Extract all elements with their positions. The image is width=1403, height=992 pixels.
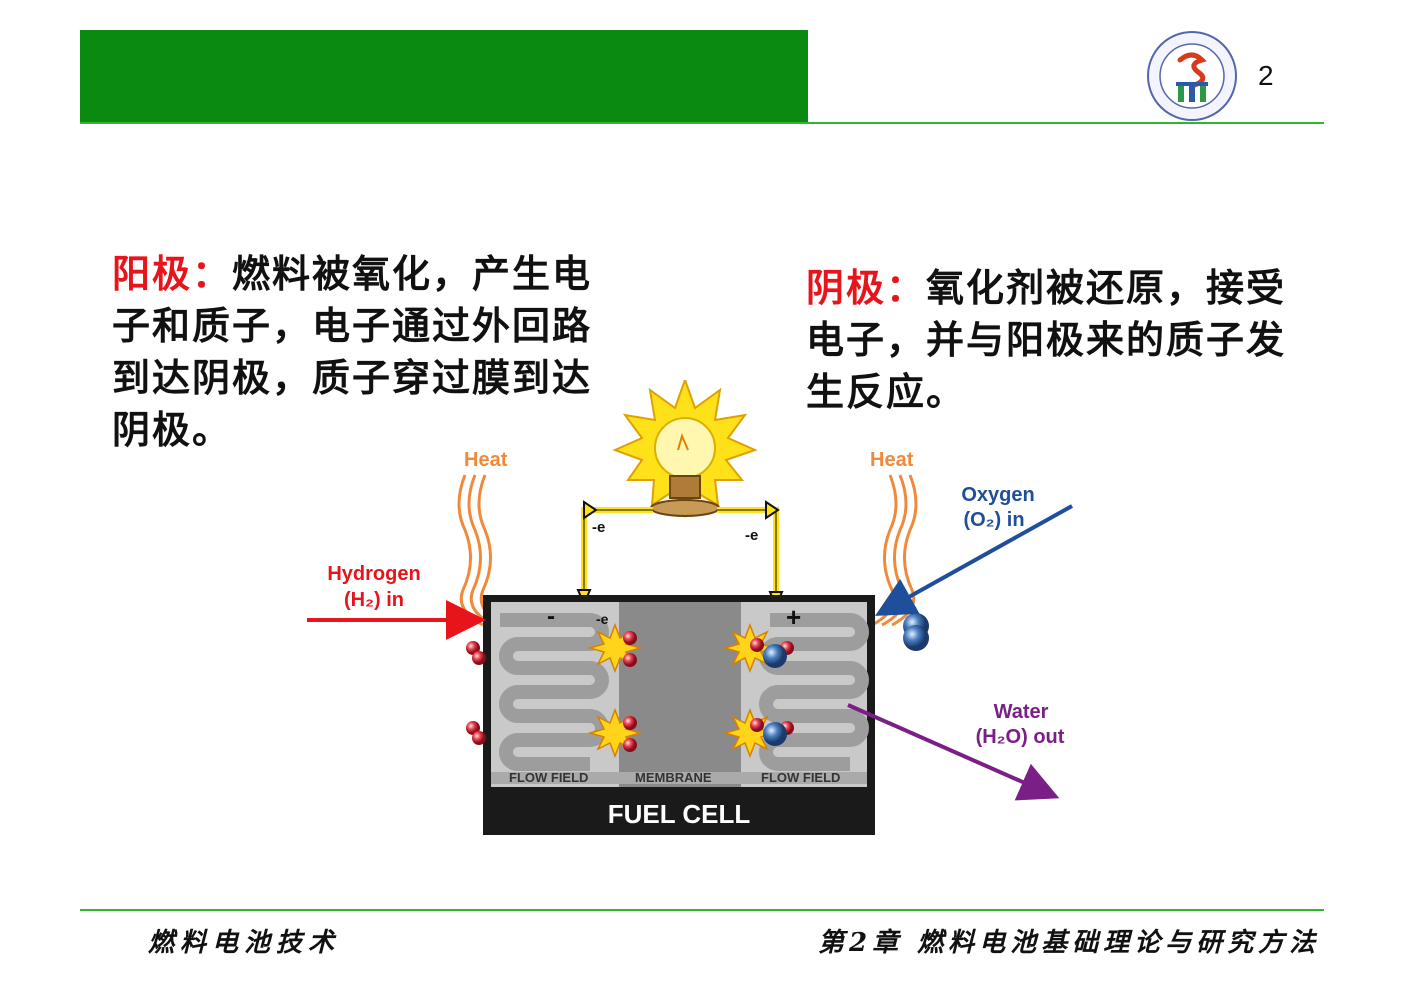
hydrogen-label-line1: Hydrogen — [327, 563, 420, 585]
water-label-line2: (H₂O) out — [976, 726, 1065, 748]
anode-text: 燃料被氧化，产生电子和质子，电子通过外回路到达阴极，质子穿过膜到达阴极。 — [112, 252, 593, 452]
footer-rule — [80, 909, 1324, 911]
footer-chapter-title: 第2章 燃料电池基础理论与研究方法 — [818, 928, 1321, 958]
hydrogen-molecules — [466, 631, 794, 752]
oxygen-label-line1: Oxygen — [961, 484, 1034, 506]
heat-waves-right — [871, 474, 918, 627]
header-bar — [80, 30, 808, 122]
electron-label-left: -e — [592, 519, 605, 536]
hydrogen-label-line2: (H₂) in — [344, 589, 404, 611]
footer-course-title: 燃料电池技术 — [148, 928, 341, 958]
university-logo-icon — [1147, 31, 1237, 121]
water-label-line1: Water — [994, 701, 1049, 723]
external-circuit — [576, 500, 784, 609]
oxygen-in-arrow — [875, 504, 1073, 616]
heat-label-left: Heat — [464, 449, 508, 471]
cathode-keyword: 阴极： — [806, 266, 927, 310]
heat-label-right: Heat — [870, 449, 914, 471]
cathode-text: 氧化剂被还原，接受电子，并与阳极来的质子发生反应。 — [806, 266, 1287, 414]
flow-field-label-right: FLOW FIELD — [761, 770, 840, 785]
cathode-paragraph: 阴极：氧化剂被还原，接受电子，并与阳极来的质子发生反应。 — [806, 262, 1306, 418]
fuel-cell-diagram: Heat Heat -e -e - + -e FLOW FIELD MEMBRA… — [307, 380, 1073, 835]
anode-paragraph: 阳极：燃料被氧化，产生电子和质子，电子通过外回路到达阴极，质子穿过膜到达阴极。 — [112, 248, 612, 456]
flow-field-label-left: FLOW FIELD — [509, 770, 588, 785]
electron-label-mid: -e — [596, 611, 609, 627]
header-rule — [80, 122, 1324, 124]
electron-label-right: -e — [745, 527, 758, 544]
page-number: 2 — [1258, 60, 1274, 91]
fuel-cell-body — [483, 595, 875, 835]
fuel-cell-title: FUEL CELL — [608, 799, 751, 829]
plus-sign: + — [786, 602, 801, 632]
oxygen-molecules — [763, 613, 929, 746]
light-bulb-icon — [612, 380, 758, 519]
anode-keyword: 阳极： — [112, 252, 233, 296]
oxygen-label-line2: (O₂) in — [963, 509, 1024, 531]
membrane-label: MEMBRANE — [635, 770, 712, 785]
minus-sign: - — [547, 603, 555, 630]
water-out-arrow — [847, 703, 1060, 801]
